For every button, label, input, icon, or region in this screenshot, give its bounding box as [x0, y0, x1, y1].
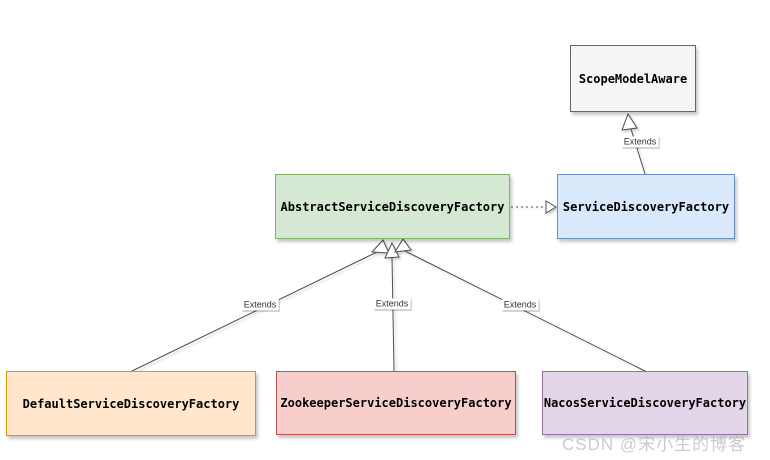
edge-label-extends-right: Extends: [501, 299, 539, 311]
edge-label-extends-middle: Extends: [373, 298, 411, 310]
edge-extends-nacos-to-abstract: [394, 238, 648, 373]
edge-label-extends-left: Extends: [241, 299, 279, 311]
class-node-servicediscoveryfactory: ServiceDiscoveryFactory: [557, 174, 735, 239]
class-node-abstractservicediscoveryfactory: AbstractServiceDiscoveryFactory: [275, 174, 510, 239]
csdn-watermark: CSDN @宋小生的博客: [562, 435, 747, 454]
class-name-abstractservicediscoveryfactory: AbstractServiceDiscoveryFactory: [280, 199, 505, 214]
edge-label-extends-top: Extends: [621, 136, 659, 148]
class-node-scopemodelaware: ScopeModelAware: [570, 45, 696, 112]
class-name-defaultservicediscoveryfactory: DefaultServiceDiscoveryFactory: [22, 396, 240, 411]
class-name-scopemodelaware: ScopeModelAware: [578, 71, 688, 86]
class-name-servicediscoveryfactory: ServiceDiscoveryFactory: [562, 199, 730, 214]
edge-extends-zookeeper-to-abstract: [384, 241, 400, 372]
edge-extends-default-to-abstract: [131, 239, 390, 372]
class-node-nacosservicediscoveryfactory: NacosServiceDiscoveryFactory: [542, 371, 748, 435]
edge-implements-abstract-to-servicediscoveryfactory: [511, 200, 557, 214]
class-name-nacosservicediscoveryfactory: NacosServiceDiscoveryFactory: [543, 396, 747, 410]
class-name-zookeeperservicediscoveryfactory: ZookeeperServiceDiscoveryFactory: [280, 396, 512, 410]
class-node-zookeeperservicediscoveryfactory: ZookeeperServiceDiscoveryFactory: [276, 371, 516, 435]
class-node-defaultservicediscoveryfactory: DefaultServiceDiscoveryFactory: [6, 371, 256, 436]
